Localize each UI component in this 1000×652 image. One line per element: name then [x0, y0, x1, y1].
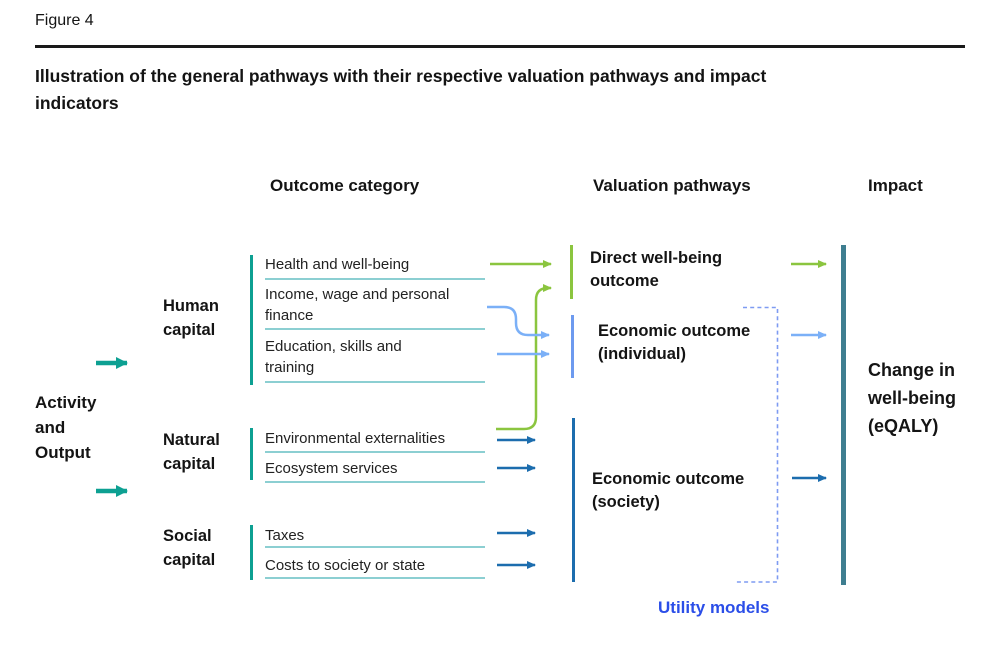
activity-and-output-label: Activity and Output	[35, 393, 97, 462]
pathway-economic-individual-label: Economic outcome (individual)	[598, 322, 751, 363]
pathway-direct-wellbeing-label: Direct well-being outcome	[590, 249, 723, 290]
impact-change-in-wellbeing-label: Change in well-being (eQALY)	[868, 360, 957, 436]
natural-capital-label: Natural capital	[163, 431, 220, 473]
income-to-economic-individual-arrow-icon	[487, 305, 550, 339]
column-header-valuation-pathways: Valuation pathways	[593, 176, 751, 195]
outcome-item-taxes: Taxes	[265, 525, 485, 548]
social-capital-label: Social capital	[163, 527, 216, 569]
outcome-item-costs: Costs to society or state	[265, 555, 485, 579]
outcome-item-environmental: Environmental externalities	[265, 428, 485, 453]
column-header-impact: Impact	[868, 176, 923, 195]
human-capital-label: Human capital	[163, 297, 219, 339]
figure-title: Illustration of the general pathways wit…	[35, 66, 767, 113]
environmental-to-direct-wellbeing-arrow-icon	[496, 284, 552, 431]
figure-label: Figure 4	[35, 12, 94, 29]
outcome-item-income: Income, wage and personal finance	[265, 284, 485, 330]
column-header-outcome-category: Outcome category	[270, 176, 420, 195]
outcome-item-ecosystem: Ecosystem services	[265, 458, 485, 483]
outcome-item-health: Health and well-being	[265, 254, 485, 280]
utility-models-label: Utility models	[658, 598, 770, 617]
pathway-economic-society-label: Economic outcome (society)	[592, 470, 745, 511]
outcome-item-education: Education, skills and training	[265, 336, 485, 383]
divider-rule	[35, 45, 965, 48]
